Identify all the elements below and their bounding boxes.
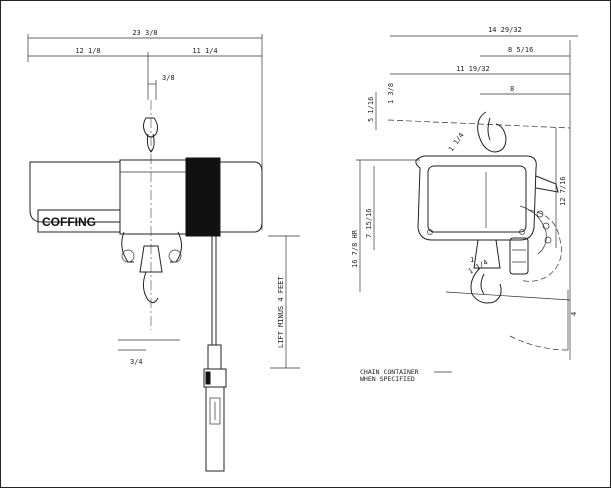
inner-width-label: 8	[510, 85, 514, 93]
side-view: 14 29/32 8 5/16 11 19/32 8 5 1/16 1 3/8 …	[351, 26, 578, 383]
pendant-body	[205, 386, 225, 472]
mid-width-label: 11 19/32	[456, 65, 490, 73]
hook-throat-top-label: 1 1/4	[447, 131, 466, 153]
overall-height-label: 16 7/8 HR	[351, 229, 359, 268]
overall-width-label: 23 3/8	[132, 29, 157, 37]
right-width-label-side: 8 5/16	[508, 46, 533, 54]
top-ref-line	[387, 119, 571, 129]
top-width-label: 14 29/32	[488, 26, 522, 34]
chain-container-ribs	[512, 249, 526, 263]
right-width-label: 11 1/4	[192, 47, 217, 55]
side-top-hook-inner	[487, 117, 491, 141]
pendant-cap-shade	[205, 371, 211, 385]
top-hook-height-label: 5 1/16	[367, 97, 375, 122]
bottom-right-label: 4	[570, 312, 578, 316]
side-bottom-hook-inner	[480, 273, 485, 295]
pendant-strain-relief	[207, 344, 222, 370]
bottom-block	[139, 245, 163, 273]
side-body-bolt-left	[427, 229, 433, 235]
hook-offset-label: 3/8	[162, 74, 175, 82]
side-bottom-block	[473, 239, 501, 269]
top-hook-shank	[146, 133, 155, 153]
top-hook-body	[143, 117, 159, 138]
chain-link-2	[542, 222, 550, 230]
left-width-label: 12 1/8	[75, 47, 100, 55]
chain-container	[509, 237, 529, 275]
chain-container-note-line2: WHEN SPECIFIED	[360, 375, 415, 383]
control-housing	[219, 161, 263, 233]
body-height-label: 7 15/16	[365, 208, 373, 238]
side-cord-exit	[535, 175, 559, 193]
chain-link-1	[536, 210, 544, 218]
hook-small-bottom-label: 1	[470, 256, 474, 264]
bottom-offset-label: 3/4	[130, 358, 143, 366]
chain-container-outline	[519, 209, 562, 282]
side-bottom-hook	[470, 267, 502, 304]
hook-small-label: 1 3/8	[387, 83, 395, 104]
bottom-ref-line	[445, 291, 571, 301]
slack-chain	[519, 205, 547, 255]
side-body-inner	[427, 165, 527, 233]
chain-sprocket-right	[168, 249, 182, 263]
gear-housing	[119, 159, 187, 235]
chain-guide-right	[170, 231, 182, 263]
brand-logo: COFFING	[42, 215, 96, 229]
pendant-button-panel	[209, 397, 221, 425]
right-height-label: 12 7/16	[559, 176, 567, 206]
side-body-outer	[415, 155, 537, 241]
chain-sprocket-left	[121, 249, 135, 263]
chain-guide-left	[121, 231, 134, 263]
brand-plate	[37, 209, 121, 233]
chain-link-3	[544, 236, 552, 244]
brake-band	[185, 157, 221, 237]
bottom-hook	[142, 271, 159, 304]
bottom-swing-arc	[509, 335, 569, 351]
front-view: 23 3/8 12 1/8 11 1/4 3/8 COFFING	[27, 29, 300, 472]
chain-container-note-line1: CHAIN CONTAINER	[360, 368, 419, 376]
motor-housing	[29, 161, 121, 223]
lift-label: LIFT MINUS 4 FEET	[277, 276, 285, 348]
side-top-hook	[477, 111, 507, 153]
side-body-bolt-right	[519, 229, 525, 235]
